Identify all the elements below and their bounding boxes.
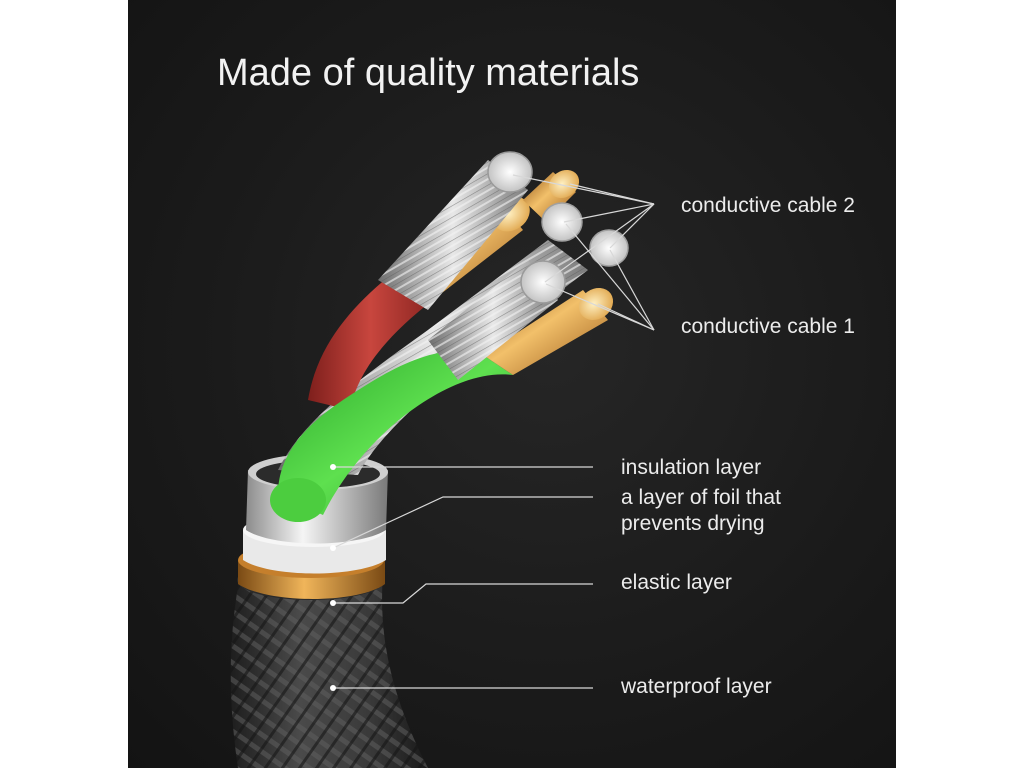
diagram-panel: Made of quality materials conductive cab…: [128, 0, 896, 768]
cable-illustration: [230, 151, 655, 768]
label-elastic-layer: elastic layer: [621, 571, 732, 594]
label-foil-layer: a layer of foil that prevents drying: [621, 485, 781, 537]
leader-lines-cable-2: [512, 174, 655, 283]
leader-insulation: [330, 464, 593, 470]
label-conductive-cable-1: conductive cable 1: [681, 315, 855, 338]
silver-strand-bundle-bottom: [428, 260, 566, 380]
label-conductive-cable-2: conductive cable 2: [681, 194, 855, 217]
silver-strand-bundle-top: [378, 151, 533, 310]
leader-elastic: [330, 583, 593, 606]
leader-foil: [330, 496, 593, 551]
label-foil-layer-line1: a layer of foil that: [621, 486, 781, 509]
copper-conductor-small: [523, 169, 580, 222]
leader-lines-cable-1: [545, 223, 655, 331]
leader-waterproof: [330, 685, 593, 691]
label-waterproof-layer: waterproof layer: [621, 675, 772, 698]
green-conductor: [270, 287, 614, 522]
braided-jacket: [230, 575, 428, 768]
label-insulation-layer: insulation layer: [621, 456, 762, 479]
label-foil-layer-line2: prevents drying: [621, 512, 765, 535]
page-title: Made of quality materials: [217, 52, 640, 94]
